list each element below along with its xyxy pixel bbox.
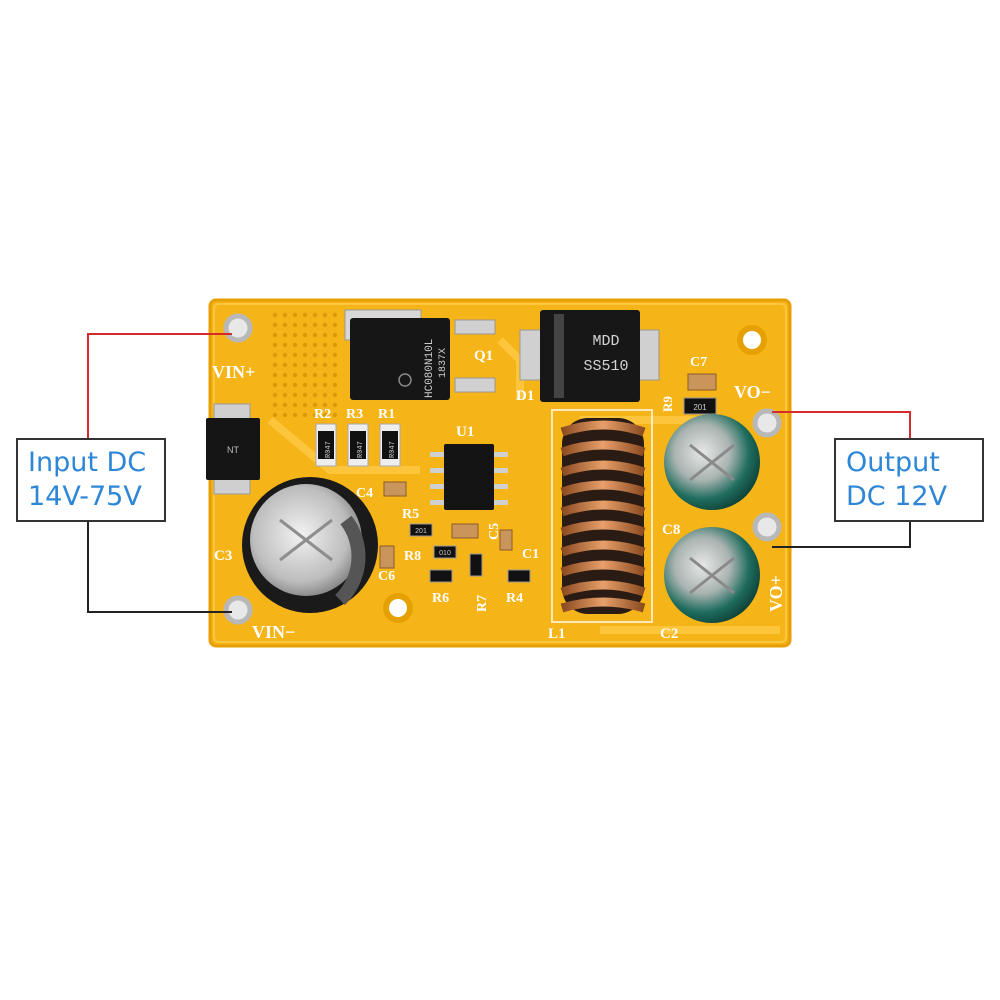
ref-c4: C4 bbox=[356, 486, 373, 501]
resistor-r8 bbox=[433, 545, 457, 559]
resistor-r2: R047 bbox=[315, 423, 337, 467]
label-vin-pos: VIN+ bbox=[212, 362, 255, 382]
diode-marking-1: MDD bbox=[592, 333, 619, 350]
small-smd-parts: 201 010 201 bbox=[379, 373, 717, 583]
wire-vo-neg bbox=[772, 411, 911, 440]
ref-r5: R5 bbox=[402, 507, 419, 522]
ref-d1: D1 bbox=[516, 388, 534, 404]
ic-u1 bbox=[430, 444, 508, 510]
r5-code: 201 bbox=[415, 528, 427, 535]
label-vo-pos: VO+ bbox=[766, 575, 786, 612]
capacitor-c4 bbox=[383, 481, 407, 497]
resistors-top: R047 R047 R047 bbox=[315, 423, 401, 467]
mosfet-marking-2: 1837X bbox=[438, 348, 449, 378]
resistor-r5 bbox=[409, 523, 433, 537]
terminal-pads bbox=[223, 313, 782, 625]
via-field bbox=[272, 308, 342, 418]
ref-c5: C5 bbox=[487, 523, 502, 540]
pad-vo-neg bbox=[752, 408, 782, 438]
resistor-r1: R047 bbox=[379, 423, 401, 467]
ref-r9: R9 bbox=[660, 396, 675, 412]
output-spec-callout: Output DC 12V bbox=[834, 438, 984, 522]
resistor-r4 bbox=[507, 569, 531, 583]
capacitor-c7 bbox=[687, 373, 717, 391]
diode-d1: MDD SS510 bbox=[519, 310, 660, 402]
wire-vo-pos bbox=[772, 520, 911, 548]
capacitor-c3 bbox=[242, 477, 378, 613]
ref-r6: R6 bbox=[432, 591, 449, 606]
inductor-l1 bbox=[551, 409, 653, 623]
resistor-r1-code: R047 bbox=[389, 441, 397, 458]
smd-nt-label: NT bbox=[227, 445, 239, 455]
input-callout-line2: 14V-75V bbox=[28, 481, 142, 512]
resistor-r9 bbox=[683, 397, 717, 415]
r8-code: 010 bbox=[439, 550, 451, 557]
input-spec-callout: Input DC 14V-75V bbox=[16, 438, 166, 522]
ref-u1: U1 bbox=[456, 424, 474, 440]
pad-vin-neg bbox=[223, 595, 253, 625]
resistor-r3-code: R047 bbox=[357, 441, 365, 458]
callout-wires bbox=[87, 333, 911, 613]
ref-c3: C3 bbox=[214, 548, 232, 564]
ref-r4: R4 bbox=[506, 591, 523, 606]
capacitor-c2 bbox=[664, 527, 760, 623]
output-callout-line2: DC 12V bbox=[846, 481, 948, 512]
mosfet-marking-1: HC080N10L bbox=[424, 339, 436, 398]
ref-c7: C7 bbox=[690, 355, 707, 370]
wire-vin-pos bbox=[87, 333, 232, 440]
mounting-hole bbox=[737, 325, 767, 355]
capacitor-c6 bbox=[379, 545, 395, 569]
resistor-r2-code: R047 bbox=[325, 441, 333, 458]
pad-vo-pos bbox=[752, 512, 782, 542]
diode-marking-2: SS510 bbox=[583, 358, 628, 375]
mounting-hole bbox=[383, 593, 413, 623]
output-callout-line1: Output bbox=[846, 447, 940, 478]
ref-c6: C6 bbox=[378, 569, 395, 584]
ref-r8: R8 bbox=[404, 549, 421, 564]
r9-code: 201 bbox=[693, 403, 707, 412]
ref-c8: C8 bbox=[662, 522, 680, 538]
capacitor-c5-body bbox=[451, 523, 479, 539]
label-vo-neg: VO− bbox=[734, 382, 771, 402]
pad-vin-pos bbox=[223, 313, 253, 343]
input-callout-line1: Input DC bbox=[28, 447, 147, 478]
mosfet-q1: HC080N10L 1837X bbox=[344, 309, 496, 400]
ref-l1: L1 bbox=[548, 626, 566, 642]
resistor-r7 bbox=[469, 553, 483, 577]
ref-r7: R7 bbox=[475, 595, 490, 612]
ref-r2: R2 bbox=[314, 407, 331, 422]
resistor-r3: R047 bbox=[347, 423, 369, 467]
wire-vin-neg bbox=[87, 520, 232, 613]
ref-r3: R3 bbox=[346, 407, 363, 422]
ref-r1: R1 bbox=[378, 407, 395, 422]
capacitor-c5 bbox=[499, 529, 513, 551]
ref-c1: C1 bbox=[522, 547, 539, 562]
resistor-r6 bbox=[429, 569, 453, 583]
silkscreen-labels: VIN+ VIN− VO− VO+ Q1 D1 U1 L1 R2 R3 R1 C… bbox=[212, 348, 786, 642]
smd-nt-component: NT bbox=[206, 403, 260, 495]
capacitor-c8 bbox=[664, 414, 760, 510]
ref-c2: C2 bbox=[660, 626, 678, 642]
label-vin-neg: VIN− bbox=[252, 622, 295, 642]
ref-q1: Q1 bbox=[474, 348, 493, 364]
